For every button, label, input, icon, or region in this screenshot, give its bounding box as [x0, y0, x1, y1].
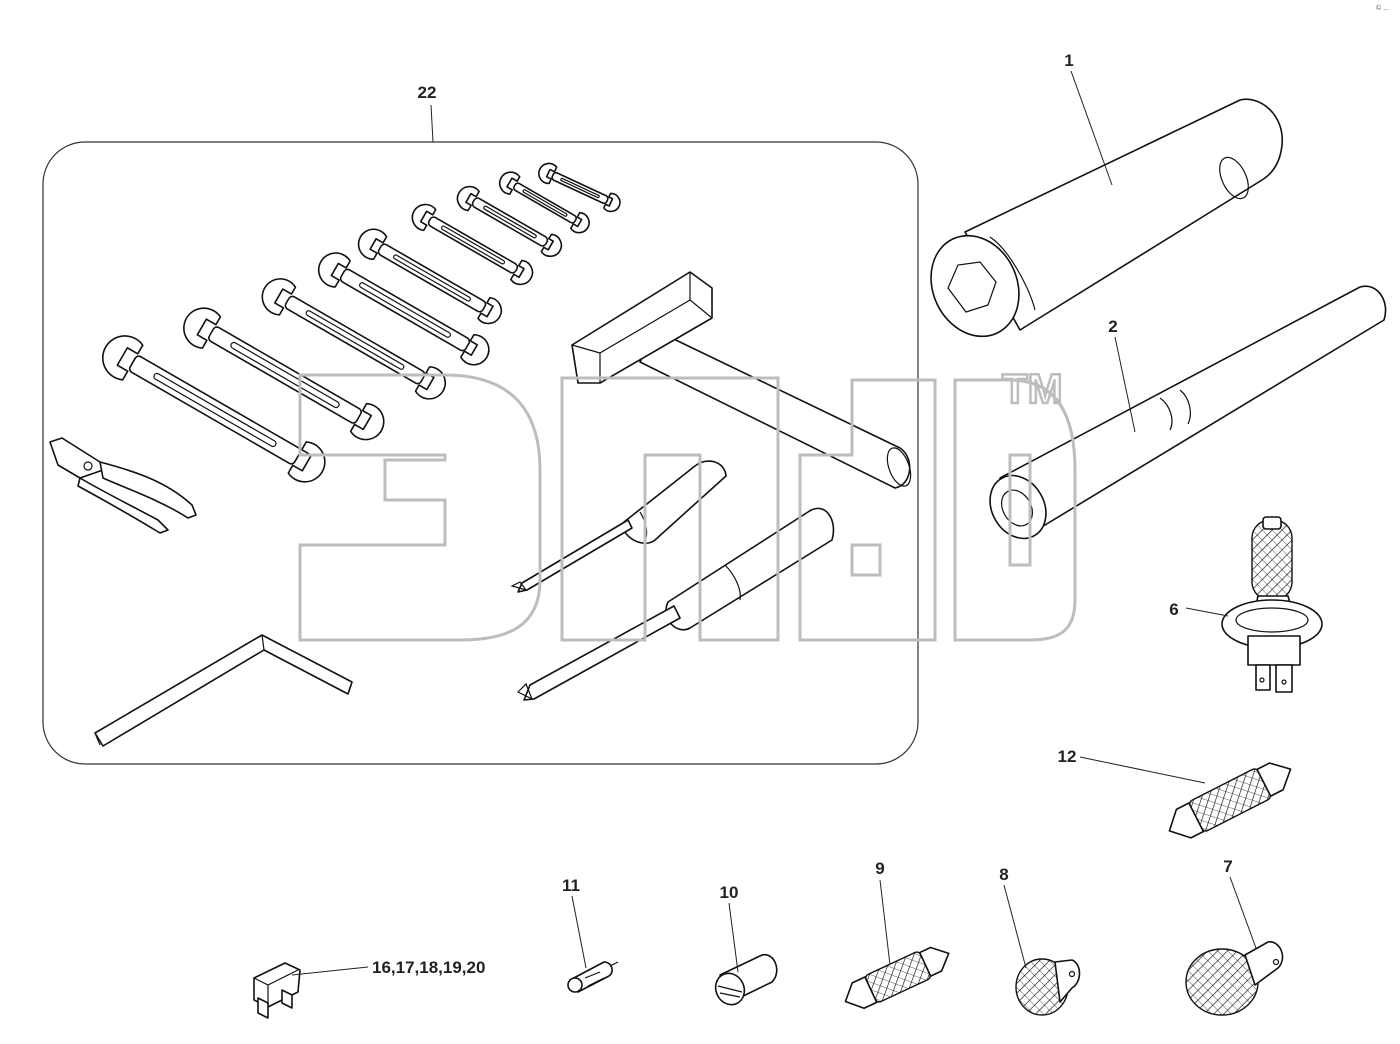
wrench-5 [357, 228, 503, 325]
label-fuses: 16,17,18,19,20 [372, 958, 485, 977]
wrench-6 [411, 203, 534, 286]
label-22: 22 [418, 83, 437, 102]
label-7: 7 [1223, 857, 1232, 876]
watermark-logo: TM [298, 364, 1077, 642]
screwdriver-large [516, 507, 835, 701]
label-9: 9 [875, 859, 884, 878]
rod-bar [989, 285, 1387, 540]
festoon-bulb-large [1168, 762, 1292, 839]
label-6: 6 [1169, 600, 1178, 619]
watermark-tm: TM [1002, 365, 1063, 412]
wrench-4 [317, 252, 490, 366]
label-8: 8 [999, 865, 1008, 884]
bulb-8 [1015, 958, 1081, 1016]
socket-wrench-tube [930, 98, 1283, 338]
wrench-8 [498, 171, 590, 234]
wrench-2 [183, 307, 385, 441]
bulb-11 [567, 961, 619, 993]
h4-bulb [1221, 516, 1323, 693]
label-11: 11 [562, 876, 580, 895]
bulb-10 [714, 954, 778, 1006]
hex-key [94, 634, 353, 747]
wrench-small [538, 162, 621, 213]
label-2: 2 [1108, 317, 1117, 336]
wrench-large [102, 335, 326, 483]
tool-kit-frame [42, 141, 919, 765]
label-10: 10 [720, 883, 739, 902]
leader-lines [291, 70, 1257, 976]
wrench-set [102, 162, 621, 483]
corner-mark: © ... [1376, 4, 1389, 12]
bulb-7 [1185, 941, 1284, 1016]
festoon-bulb-9 [844, 946, 950, 1010]
label-12: 12 [1058, 747, 1077, 766]
label-1: 1 [1064, 51, 1073, 70]
pliers [49, 437, 197, 534]
wrench-7 [456, 185, 563, 258]
screwdriver-small [510, 460, 727, 593]
wrench-3 [261, 278, 446, 400]
hammer [571, 271, 912, 489]
blade-fuse [253, 962, 301, 1019]
